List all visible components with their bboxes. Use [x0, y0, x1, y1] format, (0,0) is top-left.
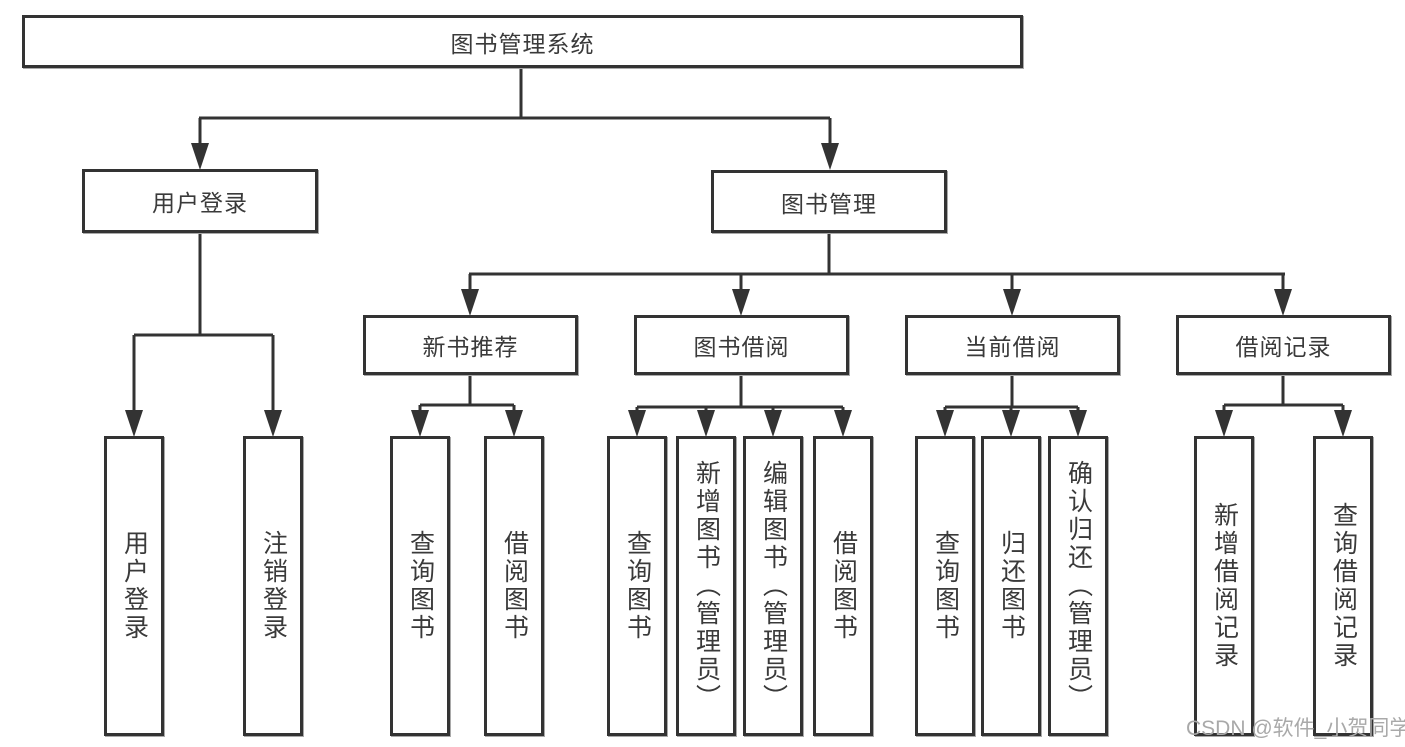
node-query-books-current: 查询图书	[915, 436, 975, 736]
csdn-watermark: CSDN @软件_小贺同学	[1186, 717, 1405, 740]
node-new-book-recommendation: 新书推荐	[363, 315, 578, 375]
node-logout-action: 注销登录	[243, 436, 303, 736]
node-query-books-borrow-label: 查询图书	[623, 530, 652, 642]
node-query-books-borrow: 查询图书	[607, 436, 667, 736]
node-borrow-books-recommend: 借阅图书	[484, 436, 544, 736]
node-add-book-admin: 新增图书（管理员）	[676, 436, 736, 736]
node-edit-book-admin: 编辑图书（管理员）	[743, 436, 803, 736]
node-query-books-recommend: 查询图书	[390, 436, 450, 736]
node-user-login-action: 用户登录	[104, 436, 164, 736]
node-query-borrow-record: 查询借阅记录	[1313, 436, 1373, 736]
node-query-borrow-record-label: 查询借阅记录	[1329, 502, 1358, 670]
connector-paths	[132, 68, 1345, 412]
node-query-books-recommend-label: 查询图书	[406, 530, 435, 642]
node-add-borrow-record: 新增借阅记录	[1194, 436, 1254, 736]
node-return-books-label: 归还图书	[997, 530, 1026, 642]
node-borrowing-records-label: 借阅记录	[1235, 334, 1332, 360]
node-borrowing-records: 借阅记录	[1176, 315, 1391, 375]
node-borrow-books-label: 借阅图书	[829, 530, 858, 642]
node-current-borrowing: 当前借阅	[905, 315, 1120, 375]
node-current-borrowing-label: 当前借阅	[964, 334, 1061, 360]
node-logout-action-label: 注销登录	[259, 530, 288, 642]
arrowheads	[125, 143, 1352, 437]
node-confirm-return-admin-label: 确认归还（管理员）	[1064, 460, 1093, 712]
node-edit-book-admin-label: 编辑图书（管理员）	[759, 460, 788, 712]
node-user-login-label: 用户登录	[152, 190, 248, 216]
node-borrow-books-recommend-label: 借阅图书	[500, 530, 529, 642]
node-book-management-label: 图书管理	[781, 190, 877, 217]
node-library-system: 图书管理系统	[22, 15, 1023, 68]
node-user-login-action-label: 用户登录	[120, 530, 149, 642]
node-book-management: 图书管理	[711, 170, 947, 233]
node-return-books: 归还图书	[981, 436, 1041, 736]
node-confirm-return-admin: 确认归还（管理员）	[1048, 436, 1108, 736]
node-book-borrowing: 图书借阅	[634, 315, 849, 375]
node-book-borrowing-label: 图书借阅	[693, 334, 790, 360]
node-query-books-current-label: 查询图书	[931, 530, 960, 642]
node-borrow-books: 借阅图书	[813, 436, 873, 736]
node-library-system-label: 图书管理系统	[450, 30, 595, 57]
node-new-book-recommendation-label: 新书推荐	[422, 334, 519, 360]
node-user-login: 用户登录	[82, 169, 318, 233]
node-add-book-admin-label: 新增图书（管理员）	[692, 460, 721, 712]
node-add-borrow-record-label: 新增借阅记录	[1210, 502, 1239, 670]
